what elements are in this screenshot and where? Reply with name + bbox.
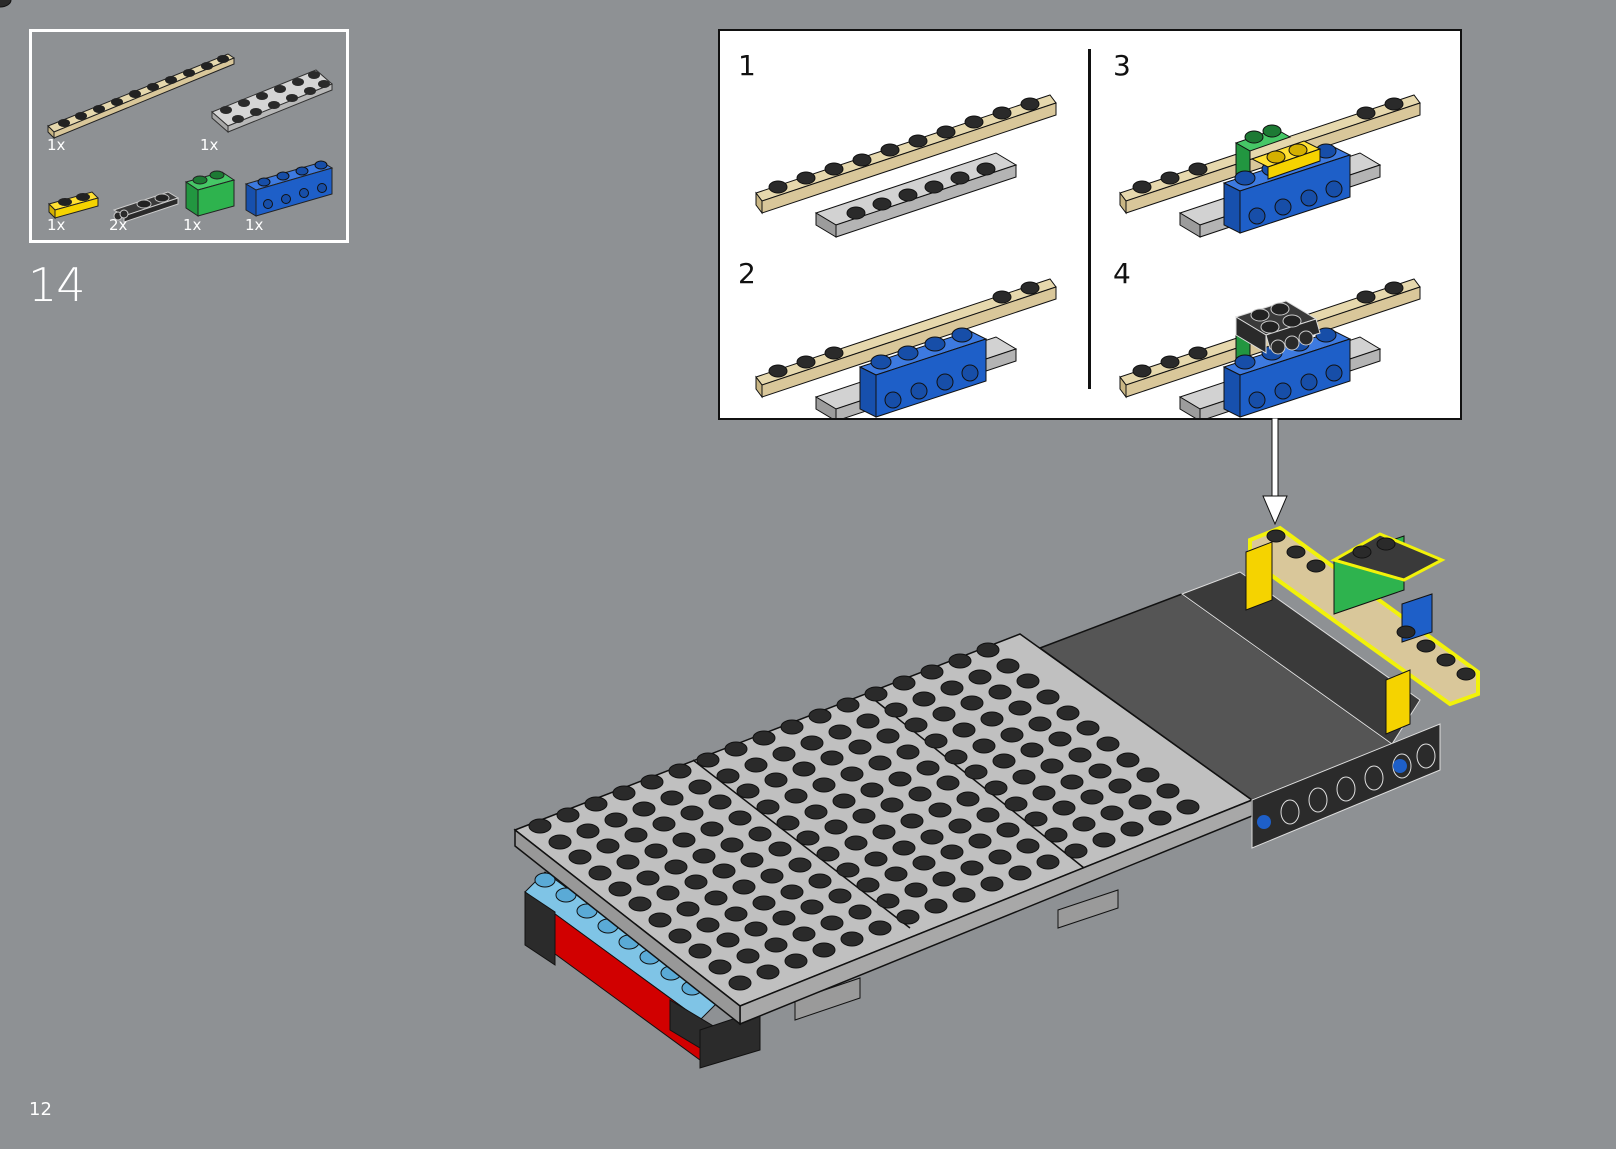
rear-technic-beam bbox=[1251, 723, 1441, 849]
sub-step-4-illustration bbox=[1119, 278, 1421, 418]
sub-assembly-illustrations bbox=[755, 94, 1421, 418]
callout-arrow-icon bbox=[1262, 418, 1288, 526]
part-quantity: 1x bbox=[200, 136, 219, 154]
gray-plate-icon bbox=[211, 69, 333, 134]
base-plates bbox=[513, 571, 1421, 1026]
callout-divider bbox=[1088, 49, 1091, 389]
part-quantity: 2x bbox=[109, 216, 128, 234]
part-quantity: 1x bbox=[183, 216, 202, 234]
sub-step-number: 4 bbox=[1113, 257, 1131, 290]
blue-technic-brick-icon bbox=[244, 160, 334, 217]
sub-step-2-illustration bbox=[755, 278, 1057, 418]
front-bumper-assembly bbox=[524, 871, 761, 1069]
new-sub-assembly-highlight bbox=[1245, 525, 1480, 735]
parts-list-box: 1x 1x 1x 2x 1x 1x bbox=[29, 29, 349, 243]
parts-illustrations bbox=[47, 53, 334, 223]
sub-step-3-illustration bbox=[1119, 94, 1421, 238]
part-quantity: 1x bbox=[47, 136, 66, 154]
sub-assembly-callout: 1 2 3 4 bbox=[718, 29, 1462, 420]
part-quantity: 1x bbox=[47, 216, 66, 234]
step-number: 14 bbox=[28, 258, 86, 312]
green-brick-icon bbox=[184, 170, 236, 217]
hinge-plate-icon bbox=[112, 191, 180, 223]
yellow-plate-icon bbox=[48, 191, 99, 220]
sub-step-number: 2 bbox=[738, 257, 756, 290]
page-number: 12 bbox=[29, 1099, 52, 1120]
sub-step-1-illustration bbox=[755, 94, 1057, 238]
sub-step-number: 3 bbox=[1113, 49, 1131, 82]
tan-plate-icon bbox=[47, 53, 236, 140]
sub-step-number: 1 bbox=[738, 49, 756, 82]
part-quantity: 1x bbox=[245, 216, 264, 234]
